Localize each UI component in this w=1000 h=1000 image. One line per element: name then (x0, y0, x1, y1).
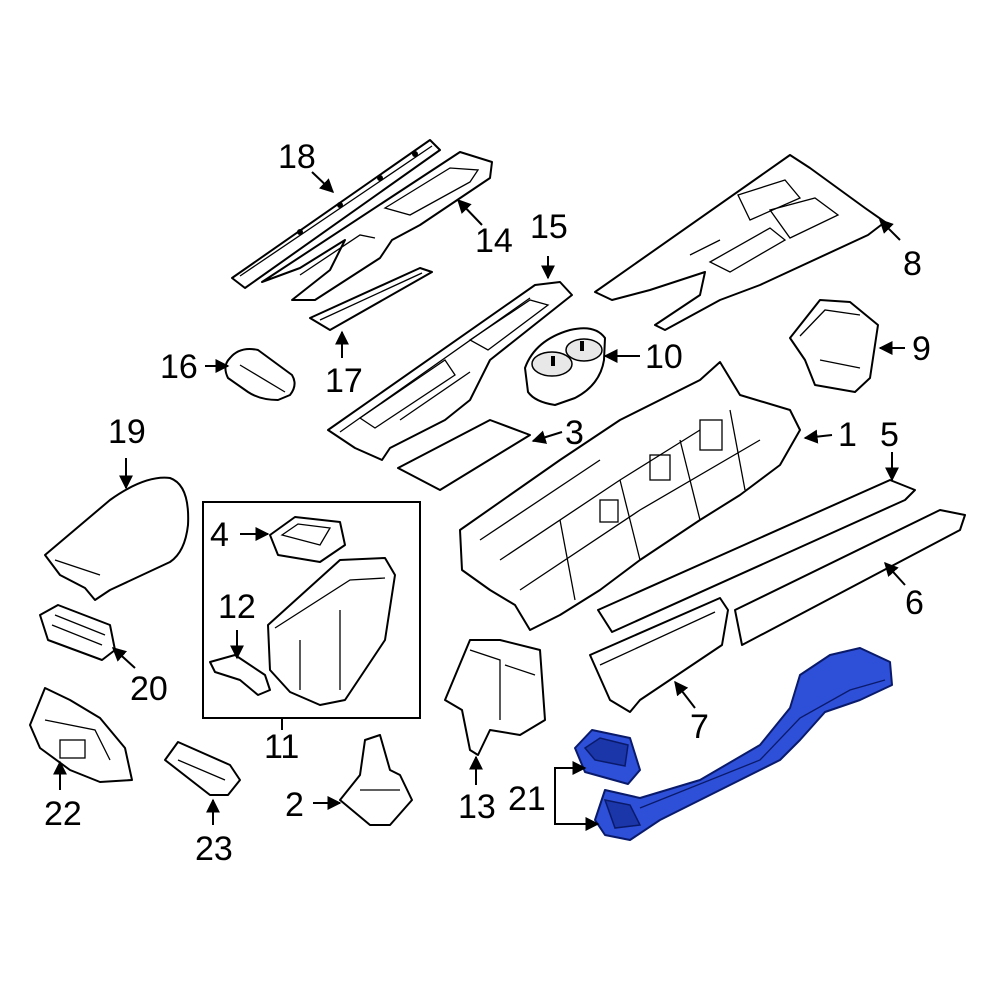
part-9-module (789, 299, 879, 393)
part-4-tray (269, 516, 346, 563)
callout-7: 7 (690, 708, 709, 746)
part-23-switch-bezel (164, 741, 241, 796)
callout-6: 6 (905, 584, 924, 622)
callout-labels: 18 14 15 8 9 10 17 16 3 1 5 6 19 4 12 11… (44, 138, 931, 868)
part-3-mat (397, 419, 531, 491)
callout-23: 23 (195, 830, 233, 868)
callout-18: 18 (278, 138, 316, 176)
part-18-trim-strip (231, 139, 441, 289)
part-15-center-trim-plate (327, 281, 573, 461)
part-22-front-panel (29, 687, 133, 783)
part-11-storage-bin (267, 557, 396, 706)
callout-20: 20 (130, 670, 168, 708)
callout-1: 1 (838, 416, 857, 454)
callout-17: 17 (325, 362, 363, 400)
group-11-box (202, 501, 421, 719)
callout-15: 15 (530, 208, 568, 246)
callout-10: 10 (645, 338, 683, 376)
part-5-side-strip (597, 479, 916, 633)
part-20-vent (39, 604, 116, 661)
part-7-side-panel (589, 597, 729, 713)
part-14-console-trim-panel (261, 151, 493, 301)
callout-3: 3 (565, 414, 584, 452)
part-13-bracket (444, 639, 546, 756)
callout-9: 9 (912, 330, 931, 368)
callout-12: 12 (218, 588, 256, 626)
part-21-air-duct-lower[interactable] (594, 647, 893, 841)
callout-21: 21 (508, 780, 546, 818)
part-16-cover-pad (224, 348, 296, 401)
callout-4: 4 (210, 516, 229, 554)
part-19-armrest-lid (44, 476, 190, 601)
part-6-side-strip (734, 509, 966, 646)
callout-22: 22 (44, 795, 82, 833)
part-10-cup-holder (524, 327, 606, 406)
part-8-trim-panel (594, 154, 886, 331)
callout-2: 2 (285, 786, 304, 824)
callout-19: 19 (108, 413, 146, 451)
callout-5: 5 (880, 416, 899, 454)
callout-8: 8 (903, 245, 922, 283)
part-21-air-duct-upper[interactable] (574, 729, 641, 785)
callout-13: 13 (458, 788, 496, 826)
part-2-bracket (339, 734, 413, 826)
callout-11: 11 (264, 728, 299, 766)
leader-lines (53, 171, 906, 831)
part-17-trim-strip (309, 267, 433, 331)
part-1-console-body (459, 361, 801, 631)
callout-14: 14 (475, 222, 513, 260)
part-12-clip (209, 654, 271, 696)
callout-16: 16 (160, 348, 198, 386)
